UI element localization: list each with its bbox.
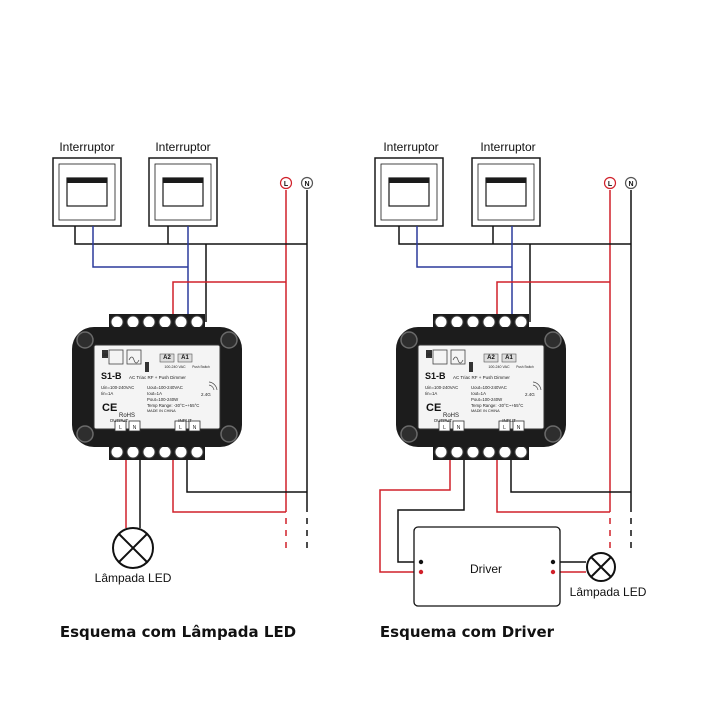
a1-label-right: A1	[505, 355, 513, 361]
subtitle-label-right: AC Triac RF + Push Dimmer	[453, 375, 510, 380]
uin-label-left: Uin=100-240VAC	[101, 385, 134, 390]
svg-text:N: N	[628, 181, 633, 188]
diagram-left-led: Interruptor Interruptor L N	[52, 140, 314, 641]
wall-switch-left-2	[148, 157, 218, 227]
switch-left-1-label: Interruptor	[59, 140, 114, 154]
wall-switch-right-2	[471, 157, 541, 227]
switch-right-1-label: Interruptor	[383, 140, 438, 154]
temp-label-right: Temp Range: -30°C~+55°C	[471, 403, 523, 408]
band-label-left: 2.4G	[201, 392, 211, 397]
output-l-right: L	[443, 425, 446, 431]
pout-label-right: Pout=100-240W	[471, 397, 503, 402]
wireless-icon-right	[532, 381, 542, 391]
iin-label-left: Iin=1A	[101, 391, 113, 396]
input-n-right: N	[517, 425, 521, 431]
input-label-left: INPUT	[178, 418, 192, 423]
dimmer-module-left: ON A2 A1 100-240 VAC Push Switch S1-B AC…	[71, 314, 243, 460]
diagram-right-driver: Interruptor Interruptor L N	[374, 140, 647, 641]
a2-label-right: A2	[487, 355, 495, 361]
on-label-left: ON	[102, 352, 108, 357]
made-label-right: MADE IN CHINA	[471, 409, 500, 413]
uout-label-left: Uout=100-240VAC	[147, 385, 183, 390]
wires-left	[74, 190, 308, 548]
lamp-icon-left	[112, 527, 154, 569]
lamp-label-left: Lâmpada LED	[95, 571, 172, 585]
line-marker-right: L	[603, 176, 617, 190]
input-n-left: N	[193, 425, 197, 431]
uin-label-right: Uin=100-240VAC	[425, 385, 458, 390]
iout-label-right: Iout=1A	[471, 391, 486, 396]
output-l-left: L	[119, 425, 122, 431]
lamp-icon-right	[586, 552, 616, 582]
vac-label-left: 100-240 VAC	[164, 365, 186, 369]
iin-label-right: Iin=1A	[425, 391, 437, 396]
dimmer-module-right: ON A2 A1 100-240 VAC Push Switch S1-B AC…	[395, 314, 567, 460]
rohs-mark-right: RoHS	[443, 413, 459, 419]
wall-switch-left-1	[52, 157, 122, 227]
svg-text:N: N	[304, 181, 309, 188]
wall-switch-right-1	[374, 157, 444, 227]
svg-text:L: L	[608, 181, 613, 188]
made-label-left: MADE IN CHINA	[147, 409, 176, 413]
ce-mark-right: CE	[426, 402, 441, 414]
neutral-marker-right: N	[624, 176, 638, 190]
caption-left: Esquema com Lâmpada LED	[60, 623, 296, 641]
ce-mark-left: CE	[102, 402, 117, 414]
caption-right: Esquema com Driver	[380, 623, 555, 641]
terminals-top-left	[109, 314, 205, 330]
pout-label-left: Pout=100-240W	[147, 397, 179, 402]
a2-label-left: A2	[163, 355, 171, 361]
line-marker-left: L	[279, 176, 293, 190]
wireless-icon-left	[208, 381, 218, 391]
svg-text:L: L	[284, 181, 289, 188]
input-l-left: L	[179, 425, 182, 431]
iout-label-left: Iout=1A	[147, 391, 162, 396]
vac-label-right: 100-240 VAC	[488, 365, 510, 369]
band-label-right: 2.4G	[525, 392, 535, 397]
driver-box	[413, 526, 561, 607]
driver-label: Driver	[470, 562, 502, 576]
subtitle-label-left: AC Triac RF + Push Dimmer	[129, 375, 186, 380]
a1-label-left: A1	[181, 355, 189, 361]
temp-label-left: Temp Range: -30°C~+55°C	[147, 403, 199, 408]
input-label-right: INPUT	[502, 418, 516, 423]
output-label-right: OUTPUT	[434, 418, 453, 423]
switch-right-2-label: Interruptor	[480, 140, 535, 154]
wires-right	[379, 190, 632, 573]
model-label-right: S1-B	[425, 371, 446, 381]
neutral-marker-left: N	[300, 176, 314, 190]
rohs-mark-left: RoHS	[119, 413, 135, 419]
model-label-left: S1-B	[101, 371, 122, 381]
uout-label-right: Uout=100-240VAC	[471, 385, 507, 390]
switch-left-2-label: Interruptor	[155, 140, 210, 154]
input-l-right: L	[503, 425, 506, 431]
output-label-left: OUTPUT	[110, 418, 129, 423]
push-label-left: Push Switch	[192, 365, 210, 369]
output-n-left: N	[133, 425, 137, 431]
push-label-right: Push Switch	[516, 365, 534, 369]
lamp-label-right: Lâmpada LED	[570, 585, 647, 599]
on-label-right: ON	[426, 352, 432, 357]
output-n-right: N	[457, 425, 461, 431]
